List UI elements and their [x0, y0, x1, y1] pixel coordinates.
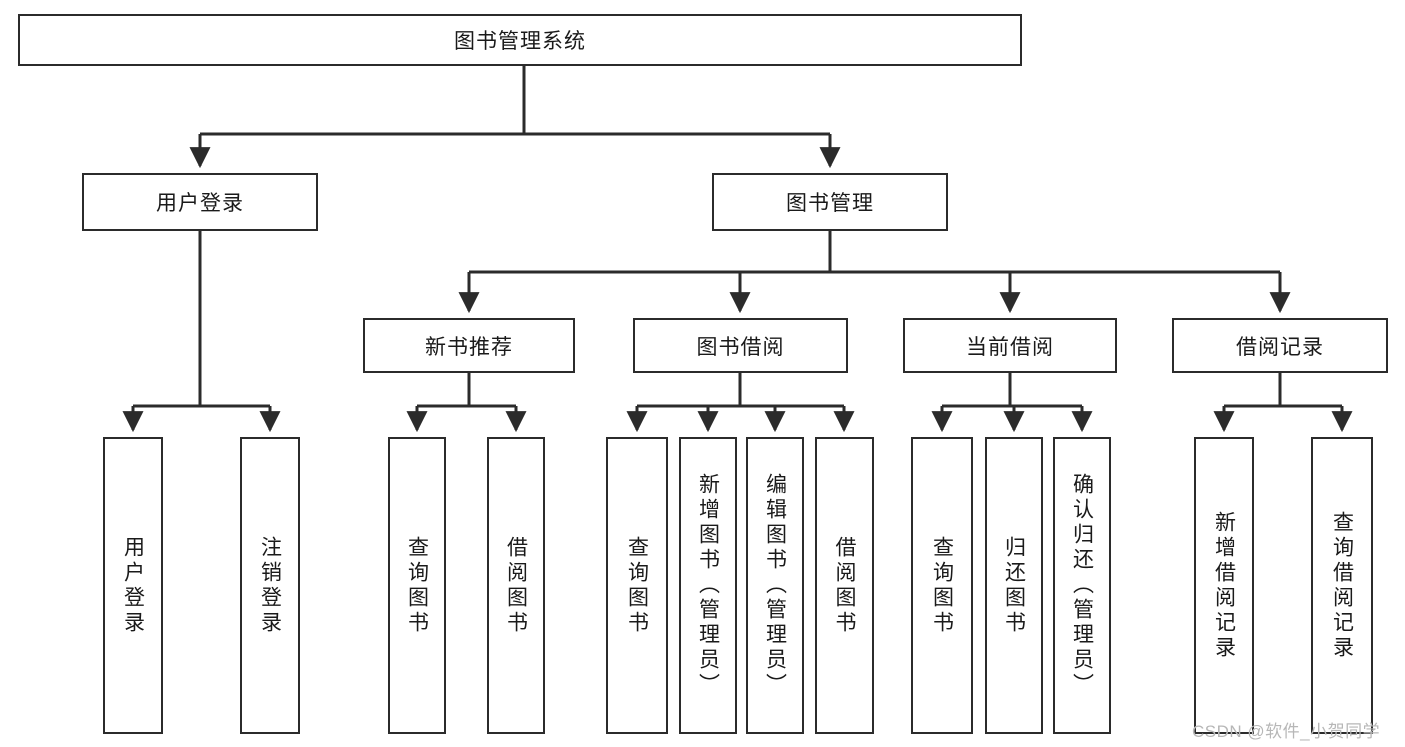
node-book-borrow[interactable]: 图书借阅: [633, 318, 848, 373]
leaf-borrow-book-nbr[interactable]: 借阅图书: [487, 437, 545, 734]
leaf-query-borrow-record[interactable]: 查询借阅记录: [1311, 437, 1373, 734]
leaf-add-book-admin-label: 新增图书（管理员）: [696, 473, 720, 698]
leaf-add-borrow-record[interactable]: 新增借阅记录: [1194, 437, 1254, 734]
leaf-edit-book-admin-label: 编辑图书（管理员）: [763, 473, 787, 698]
node-book-management-label: 图书管理: [786, 192, 874, 215]
leaf-user-login-label: 用户登录: [121, 535, 145, 636]
node-user-login[interactable]: 用户登录: [82, 173, 318, 231]
leaf-query-book-nbr[interactable]: 查询图书: [388, 437, 446, 734]
leaf-confirm-return-admin[interactable]: 确认归还（管理员）: [1053, 437, 1111, 734]
node-root-label: 图书管理系统: [454, 30, 586, 53]
leaf-query-book-cb-label: 查询图书: [930, 535, 954, 636]
node-user-login-label: 用户登录: [156, 192, 244, 215]
node-new-book-recommend-label: 新书推荐: [425, 335, 513, 359]
leaf-logout-label: 注销登录: [258, 535, 282, 636]
leaf-edit-book-admin[interactable]: 编辑图书（管理员）: [746, 437, 804, 734]
node-current-borrow[interactable]: 当前借阅: [903, 318, 1117, 373]
leaf-user-login[interactable]: 用户登录: [103, 437, 163, 734]
node-book-management[interactable]: 图书管理: [712, 173, 948, 231]
leaf-add-borrow-record-label: 新增借阅记录: [1212, 510, 1236, 661]
leaf-return-book-label: 归还图书: [1002, 535, 1026, 636]
leaf-borrow-book-bb-label: 借阅图书: [833, 535, 856, 636]
leaf-add-book-admin[interactable]: 新增图书（管理员）: [679, 437, 737, 734]
leaf-query-book-bb-label: 查询图书: [625, 535, 649, 636]
leaf-return-book[interactable]: 归还图书: [985, 437, 1043, 734]
leaf-query-borrow-record-label: 查询借阅记录: [1330, 510, 1354, 661]
leaf-borrow-book-nbr-label: 借阅图书: [504, 535, 528, 636]
node-borrow-record-label: 借阅记录: [1236, 335, 1324, 359]
node-root[interactable]: 图书管理系统: [18, 14, 1022, 66]
watermark: CSDN @软件_小贺同学: [1192, 722, 1381, 741]
node-new-book-recommend[interactable]: 新书推荐: [363, 318, 575, 373]
leaf-confirm-return-admin-label: 确认归还（管理员）: [1070, 473, 1094, 698]
leaf-logout[interactable]: 注销登录: [240, 437, 300, 734]
leaf-query-book-bb[interactable]: 查询图书: [606, 437, 668, 734]
node-current-borrow-label: 当前借阅: [966, 335, 1054, 359]
leaf-query-book-nbr-label: 查询图书: [405, 535, 429, 636]
leaf-borrow-book-bb[interactable]: 借阅图书: [815, 437, 874, 734]
node-book-borrow-label: 图书借阅: [696, 335, 785, 359]
node-borrow-record[interactable]: 借阅记录: [1172, 318, 1388, 373]
leaf-query-book-cb[interactable]: 查询图书: [911, 437, 973, 734]
